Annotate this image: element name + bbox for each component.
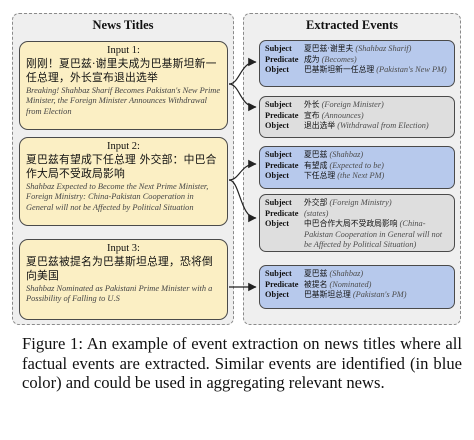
predicate-label: Predicate	[265, 110, 299, 120]
event-1-object-zh: 巴基斯坦新一任总理	[304, 65, 375, 75]
event-5-box: Subject 夏巴兹 (Shahbaz) Predicate 被提名 (Nom…	[259, 265, 455, 309]
event-predicate-row: Predicate (states)	[265, 209, 449, 220]
event-5-predicate-en: (Nominated)	[329, 279, 372, 289]
subject-label: Subject	[265, 44, 292, 53]
event-1-box: Subject 夏巴兹·谢里夫 (Shahbaz Sharif) Predica…	[259, 40, 455, 87]
input-1-label: Input 1:	[107, 45, 140, 56]
event-4-subject-zh: 外交部	[304, 198, 328, 207]
object-label: Object	[265, 65, 289, 75]
input-2-box: Input 2: 夏巴兹有望成下任总理 外交部：中巴合作大局不受政局影响 Sha…	[19, 137, 228, 226]
event-3-predicate-en: (Expected to be)	[329, 160, 384, 170]
event-1-subject-zh: 夏巴兹·谢里夫	[304, 44, 354, 53]
input-3-label: Input 3:	[107, 243, 140, 254]
event-2-box: Subject 外长 (Foreign Minister) Predicate …	[259, 96, 455, 138]
subject-label: Subject	[265, 269, 292, 278]
event-4-box: Subject 外交部 (Foreign Ministry) Predicate…	[259, 194, 455, 252]
input-1-chinese-title: 刚刚！夏巴兹·谢里夫成为巴基斯坦新一任总理，外长宣布退出选举	[26, 57, 217, 84]
event-5-subject-en: (Shahbaz)	[329, 269, 364, 278]
input-3-english-title: Shahbaz Nominated as Pakistani Prime Min…	[26, 284, 213, 304]
event-2-object-zh: 退出选举	[304, 121, 336, 131]
event-predicate-row: Predicate 成为 (Becomes)	[265, 55, 449, 66]
news-titles-heading: News Titles	[92, 18, 154, 32]
event-2-predicate-en: (Announces)	[321, 110, 364, 120]
event-predicate-row: Predicate 被提名 (Nominated)	[265, 280, 449, 291]
event-object-row: Object 退出选举 (Withdrawal from Election)	[265, 121, 449, 132]
event-2-subject-en: (Foreign Minister)	[321, 100, 384, 109]
event-2-object-en: (Withdrawal from Election)	[337, 121, 429, 131]
event-1-subject-en: (Shahbaz Sharif)	[355, 44, 412, 53]
figure-caption: Figure 1: An example of event extraction…	[22, 334, 462, 393]
event-4-object-en: (China-Pakistan Cooperation in General w…	[304, 219, 443, 250]
event-3-box: Subject 夏巴兹 (Shahbaz) Predicate 有望成 (Exp…	[259, 146, 455, 189]
input-1-english-title: Breaking! Shahbaz Sharif Becomes Pakista…	[26, 86, 221, 116]
event-subject-row: Subject 夏巴兹 (Shahbaz)	[265, 269, 449, 280]
event-4-subject-en: (Foreign Ministry)	[329, 198, 392, 207]
event-1-predicate-zh: 成为	[304, 54, 320, 64]
object-label: Object	[265, 121, 289, 131]
event-3-predicate-zh: 有望成	[304, 160, 328, 170]
event-1-object-en: (Pakistan's New PM)	[376, 65, 447, 75]
predicate-label: Predicate	[265, 279, 299, 289]
predicate-label: Predicate	[265, 54, 299, 64]
event-predicate-row: Predicate 有望成 (Expected to be)	[265, 161, 449, 172]
predicate-label: Predicate	[265, 160, 299, 170]
event-3-subject-zh: 夏巴兹	[304, 150, 328, 159]
event-5-predicate-zh: 被提名	[304, 279, 328, 289]
event-object-row: Object 巴基斯坦总理 (Pakistan's PM)	[265, 290, 449, 301]
event-object-row: Object 下任总理 (the Next PM)	[265, 171, 449, 182]
event-subject-row: Subject 夏巴兹 (Shahbaz)	[265, 150, 449, 161]
subject-label: Subject	[265, 150, 292, 159]
input-2-label: Input 2:	[107, 141, 140, 152]
event-5-object-zh: 巴基斯坦总理	[304, 290, 351, 300]
input-1-box: Input 1: 刚刚！夏巴兹·谢里夫成为巴基斯坦新一任总理，外长宣布退出选举 …	[19, 41, 228, 130]
event-subject-row: Subject 外交部 (Foreign Ministry)	[265, 198, 449, 209]
input-2-chinese-title: 夏巴兹有望成下任总理 外交部：中巴合作大局不受政局影响	[26, 153, 217, 180]
input-3-chinese-title: 夏巴兹被提名为巴基斯坦总理，恐将倒向美国	[26, 255, 213, 282]
event-4-predicate-en: (states)	[304, 208, 329, 218]
object-label: Object	[265, 219, 289, 229]
extracted-events-heading: Extracted Events	[306, 18, 398, 32]
object-label: Object	[265, 290, 289, 300]
predicate-label: Predicate	[265, 208, 299, 218]
event-object-row: Object 中巴合作大局不受政局影响 (China-Pakistan Coop…	[265, 219, 449, 251]
event-2-predicate-zh: 宣布	[304, 110, 320, 120]
subject-label: Subject	[265, 198, 292, 207]
event-predicate-row: Predicate 宣布 (Announces)	[265, 111, 449, 122]
news-titles-panel: News Titles Input 1: 刚刚！夏巴兹·谢里夫成为巴基斯坦新一任…	[12, 13, 234, 325]
event-5-object-en: (Pakistan's PM)	[352, 290, 407, 300]
input-2-english-title: Shahbaz Expected to Become the Next Prim…	[26, 182, 209, 212]
event-3-object-en: (the Next PM)	[337, 171, 385, 181]
input-3-box: Input 3: 夏巴兹被提名为巴基斯坦总理，恐将倒向美国 Shahbaz No…	[19, 239, 228, 320]
extracted-events-panel: Extracted Events Subject 夏巴兹·谢里夫 (Shahba…	[243, 13, 461, 325]
event-2-subject-zh: 外长	[304, 100, 320, 109]
event-5-subject-zh: 夏巴兹	[304, 269, 328, 278]
event-4-object-zh: 中巴合作大局不受政局影响	[304, 219, 398, 229]
subject-label: Subject	[265, 100, 292, 109]
event-object-row: Object 巴基斯坦新一任总理 (Pakistan's New PM)	[265, 65, 449, 76]
event-subject-row: Subject 外长 (Foreign Minister)	[265, 100, 449, 111]
event-3-subject-en: (Shahbaz)	[329, 150, 364, 159]
event-3-object-zh: 下任总理	[304, 171, 336, 181]
object-label: Object	[265, 171, 289, 181]
event-subject-row: Subject 夏巴兹·谢里夫 (Shahbaz Sharif)	[265, 44, 449, 55]
event-1-predicate-en: (Becomes)	[321, 54, 357, 64]
